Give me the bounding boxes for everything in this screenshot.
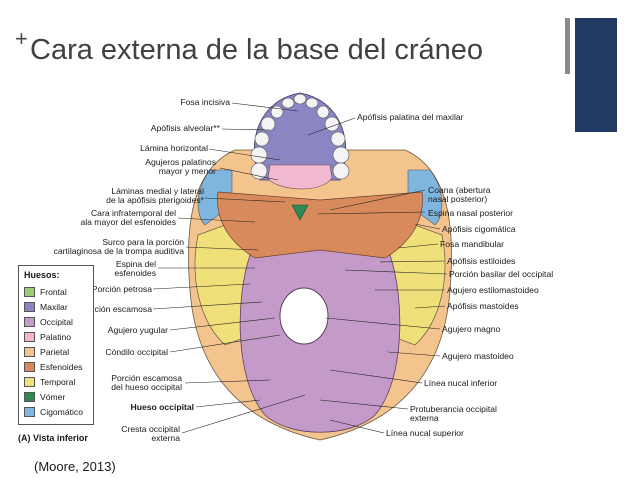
label-apofisis-palatina: Apófisis palatina del maxilar	[357, 112, 464, 122]
label-agujero-magno: Agujero magno	[442, 324, 501, 334]
view-label: (A) Vista inferior	[18, 433, 88, 443]
accent-bar-thick	[575, 18, 617, 132]
legend-swatch	[24, 377, 35, 387]
bones-legend: Huesos: Frontal Maxilar Occipital Palati…	[18, 265, 94, 425]
accent-bar-thin	[565, 18, 570, 74]
foramen-magnum	[279, 287, 329, 345]
legend-swatch	[24, 332, 35, 342]
label-cara-infratemporal: Cara infratemporal del ala mayor del esf…	[80, 208, 176, 228]
label-fosa-mandibular: Fosa mandibular	[440, 239, 505, 249]
legend-swatch	[24, 407, 35, 417]
label-apofisis-cigomatica: Apófisis cigomática	[442, 224, 516, 234]
label-apofisis-mastoides: Apófisis mastoides	[447, 301, 519, 311]
label-laminas-pterigoides: Láminas medial y lateral de la apófisis …	[106, 186, 204, 206]
legend-label: Vómer	[40, 392, 66, 402]
vomer-region	[291, 204, 309, 221]
label-porcion-escamosa: Porción escamosa	[81, 304, 152, 314]
label-porcion-basilar: Porción basilar del occipital	[449, 269, 554, 279]
sphenoid-region	[217, 191, 423, 259]
legend-label: Parietal	[40, 347, 70, 357]
legend-swatch	[24, 302, 35, 312]
leader-lines	[152, 102, 448, 434]
label-fosa-incisiva: Fosa incisiva	[180, 97, 230, 107]
label-protuberancia-occipital: Protuberancia occipital externa	[410, 404, 497, 424]
slide-title: Cara externa de la base del cráneo	[30, 34, 484, 66]
legend-label: Frontal	[40, 287, 67, 297]
legend-label: Esfenoides	[40, 362, 83, 372]
label-agujero-estilomastoideo: Agujero estilomastoideo	[447, 285, 539, 295]
legend-label: Palatino	[40, 332, 72, 342]
label-linea-nucal-superior: Línea nucal superior	[386, 428, 464, 438]
legend-title: Huesos:	[24, 270, 60, 280]
label-porcion-escamosa-occipital: Porción escamosa del hueso occipital	[111, 373, 182, 393]
legend-label: Temporal	[40, 377, 76, 387]
label-agujero-yugular: Agujero yugular	[107, 325, 168, 335]
label-porcion-petrosa: Porción petrosa	[91, 284, 152, 294]
legend-label: Occipital	[40, 317, 73, 327]
label-apofisis-alveolar: Apófisis alveolar**	[150, 123, 220, 133]
label-surco-trompa: Surco para la porción cartilaginosa de l…	[53, 237, 184, 257]
label-coana: Coana (abertura nasal posterior)	[428, 185, 491, 205]
source-credit: (Moore, 2013)	[34, 459, 116, 474]
label-linea-nucal-inferior: Línea nucal inferior	[424, 378, 498, 388]
label-espina-esfenoides: Espina del esfenoides	[114, 259, 156, 279]
legend-label: Maxilar	[40, 302, 68, 312]
label-espina-nasal-posterior: Espina nasal posterior	[428, 208, 514, 218]
slide-plus-mark: +	[15, 26, 28, 51]
label-hueso-occipital: Hueso occipital	[130, 402, 194, 412]
label-agujero-mastoideo: Agujero mastoideo	[442, 351, 514, 361]
legend-swatch	[24, 317, 35, 327]
legend-label: Cigomático	[40, 407, 83, 417]
label-cresta-occipital: Cresta occipital externa	[121, 424, 180, 444]
legend-swatch	[24, 287, 35, 297]
label-lamina-horizontal: Lámina horizontal	[140, 143, 208, 153]
legend-swatch	[24, 347, 35, 357]
label-apofisis-estiloides: Apófisis estiloides	[447, 256, 516, 266]
legend-swatch	[24, 392, 35, 402]
label-condilo-occipital: Cóndilo occipital	[105, 347, 168, 357]
legend-swatch	[24, 362, 35, 372]
label-agujeros-palatinos: Agujeros palatinos mayor y menor	[145, 157, 216, 177]
palatine-region	[267, 164, 333, 190]
